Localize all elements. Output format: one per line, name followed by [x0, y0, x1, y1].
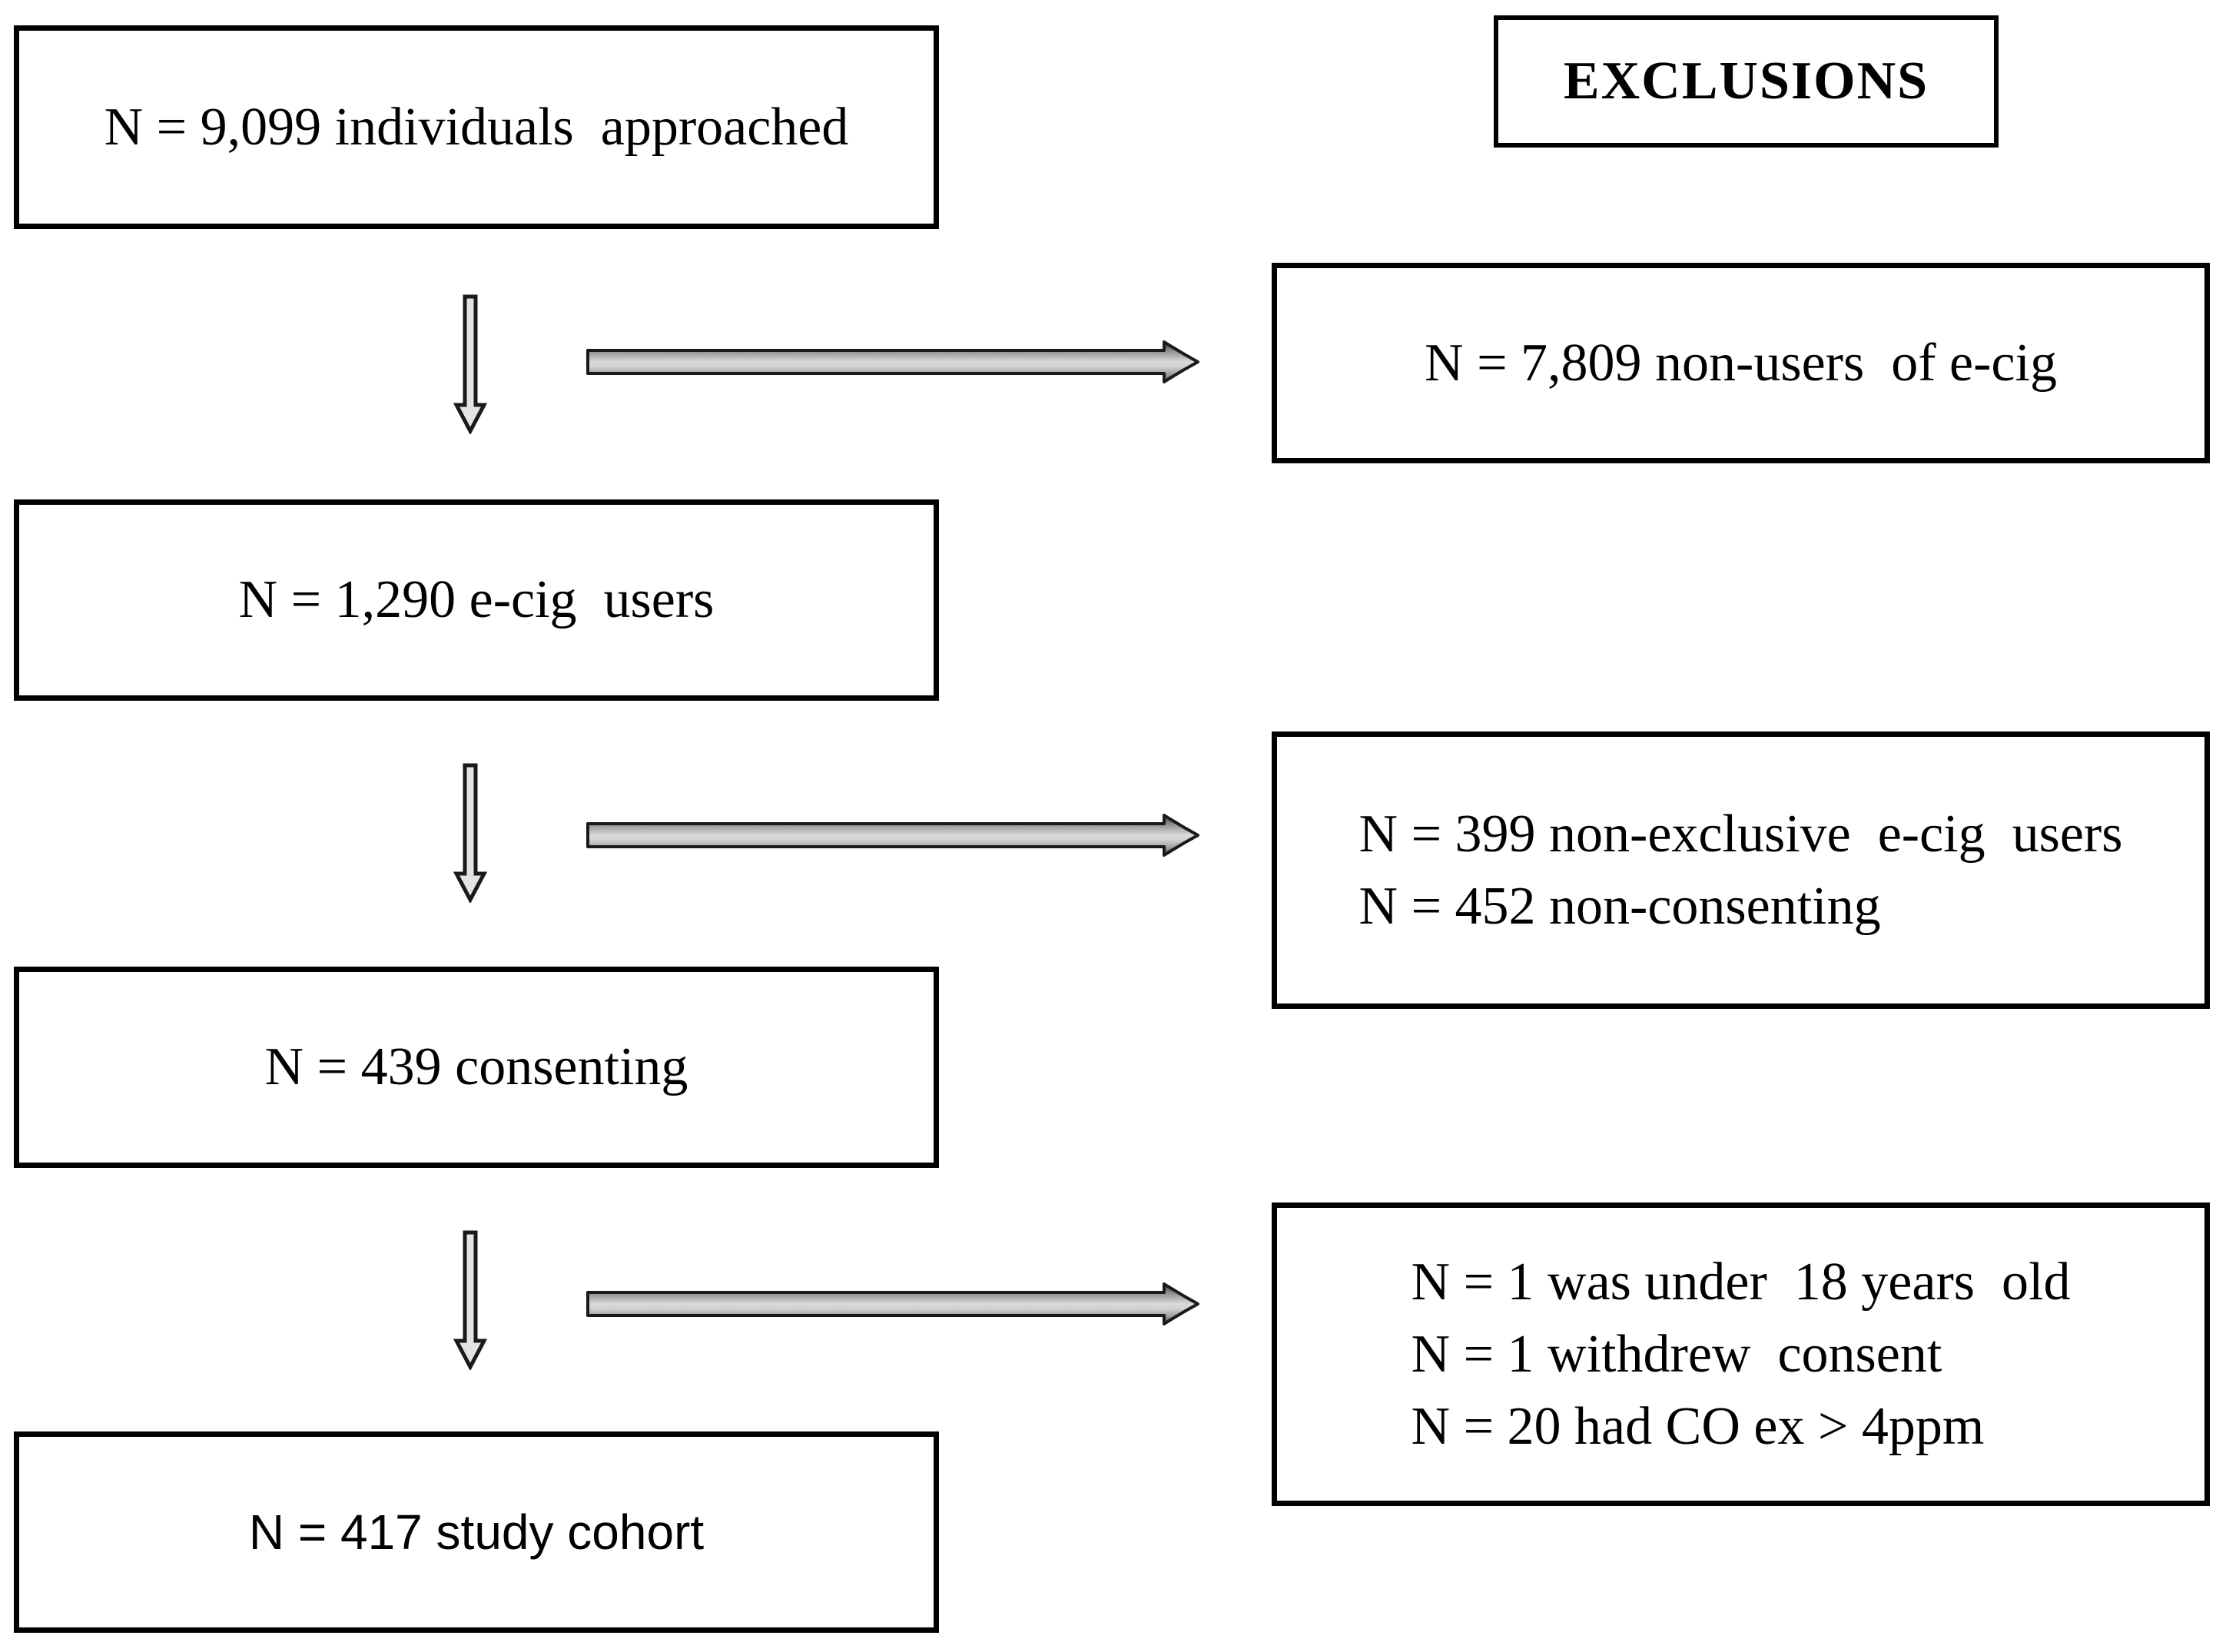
exclusion-line: N = 7,809 non-users of e-cig	[1425, 333, 2057, 393]
box-label: N = 9,099 individuals approached	[104, 97, 849, 157]
down-arrow-icon	[453, 763, 487, 903]
box-ecig-users: N = 1,290 e-cig users	[14, 499, 939, 701]
exclusion-box-non-exclusive-non-consenting: N = 399 non-exclusive e-cig users N = 45…	[1272, 731, 2210, 1009]
exclusion-lines: N = 1 was under 18 years old N = 1 withd…	[1412, 1246, 2071, 1463]
exclusion-line: N = 452 non-consenting	[1358, 876, 1881, 936]
exclusion-line: N = 399 non-exclusive e-cig users	[1358, 804, 2123, 864]
box-consenting: N = 439 consenting	[14, 967, 939, 1168]
exclusion-lines: N = 7,809 non-users of e-cig	[1425, 327, 2057, 400]
exclusions-header-label: EXCLUSIONS	[1563, 51, 1929, 111]
exclusion-lines: N = 399 non-exclusive e-cig users N = 45…	[1359, 798, 2123, 943]
right-arrow-icon	[586, 1282, 1199, 1325]
exclusions-header-box: EXCLUSIONS	[1494, 15, 1999, 148]
right-arrow-icon	[586, 814, 1199, 857]
exclusion-box-non-users: N = 7,809 non-users of e-cig	[1272, 263, 2210, 463]
exclusion-line: N = 1 withdrew consent	[1411, 1324, 1942, 1384]
box-study-cohort: N = 417 study cohort	[14, 1431, 939, 1633]
right-arrow-icon	[586, 340, 1199, 383]
box-individuals-approached: N = 9,099 individuals approached	[14, 25, 939, 229]
exclusion-line: N = 1 was under 18 years old	[1411, 1252, 2071, 1312]
down-arrow-icon	[453, 1230, 487, 1370]
exclusion-line: N = 20 had CO ex > 4ppm	[1411, 1396, 1985, 1456]
box-label: N = 439 consenting	[264, 1037, 688, 1096]
down-arrow-icon	[453, 294, 487, 434]
box-label: N = 1,290 e-cig users	[238, 570, 715, 629]
exclusion-box-final-removals: N = 1 was under 18 years old N = 1 withd…	[1272, 1203, 2210, 1506]
box-label: N = 417 study cohort	[248, 1504, 705, 1560]
